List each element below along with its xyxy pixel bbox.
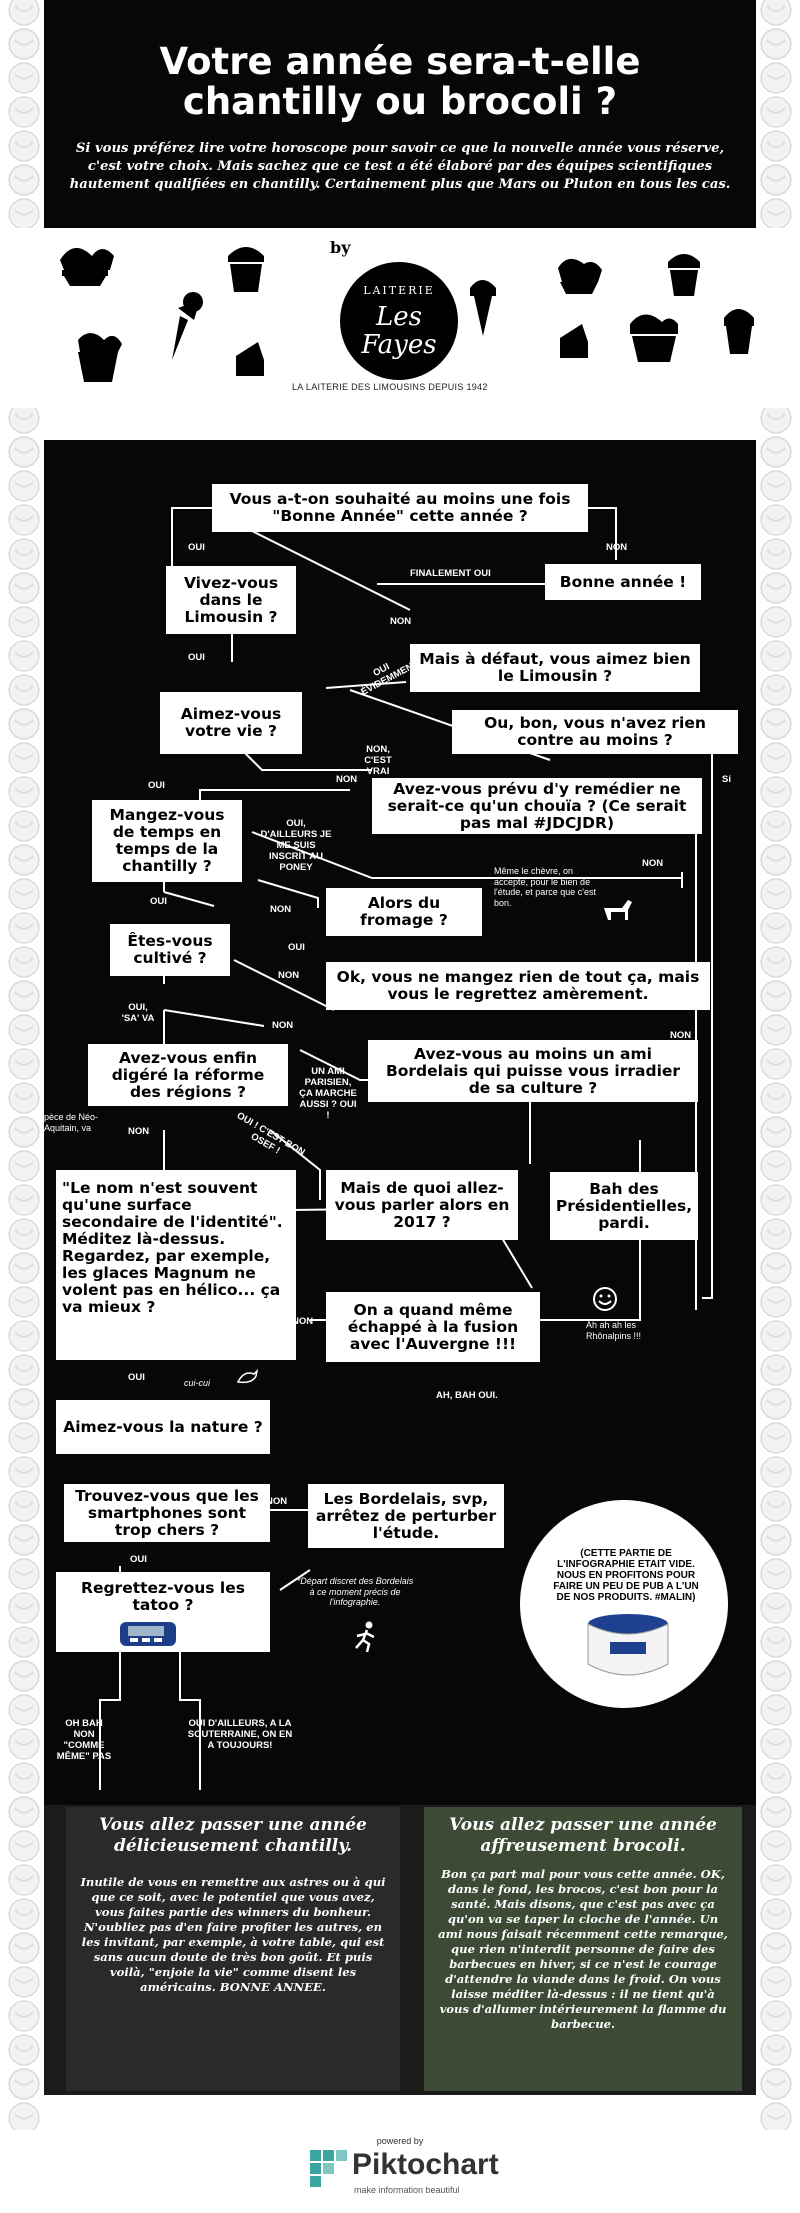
label-non-4: NON [642,858,663,869]
footer: powered by Piktochart make information b… [0,2130,800,2213]
answer-bordelais-svp: Les Bordelais, svp, arrêtez de perturber… [308,1484,504,1548]
label-oh-bah-non: OH BAH NON "COMME MÊME" PAS [56,1718,112,1762]
outcome-brocoli: Vous allez passer une année affreusement… [424,1807,742,2091]
label-oui-6: OUI [128,1372,145,1383]
label-si: Si [722,774,731,785]
answer-auvergne: On a quand même échappé à la fusion avec… [326,1292,540,1362]
question-parler: Mais de quoi allez-vous parler alors en … [326,1170,518,1240]
label-non-3: NON [336,774,357,785]
label-non-10: NON [292,1316,313,1327]
note-rhonalpins: Ah ah ah les Rhônalpins !!! [586,1320,666,1341]
note-cuicui: cui-cui [184,1378,210,1389]
goat-icon [600,892,634,926]
label-non-9: NON [128,1126,149,1137]
piktochart-brand: Piktochart [352,2148,499,2182]
answer-bonne-annee: Bonne année ! [545,564,701,600]
question-nature: Aimez-vous la nature ? [56,1400,270,1454]
label-non-2: NON [390,616,411,627]
smiley-icon [592,1286,618,1312]
label-finalement-oui: FINALEMENT OUI [410,568,491,579]
question-reforme: Avez-vous enfin digéré la réforme des ré… [88,1044,288,1106]
piktochart-logo-icon [308,2148,348,2188]
label-non-cest-vrai: NON, C'EST VRAI [352,744,404,777]
promo-text: (CETTE PARTIE DE L'INFOGRAPHIE ETAIT VID… [546,1548,706,1603]
note-chevre: Même le chèvre, on accepte, pour le bien… [494,866,598,908]
question-limousin: Vivez-vous dans le Limousin ? [166,566,296,634]
outcome-chantilly-title: Vous allez passer une année délicieuseme… [78,1815,388,1857]
label-non-5: NON [270,904,291,915]
label-oui-souterraine: OUI D'AILLEURS, A LA SOUTERRAINE, ON EN … [186,1718,294,1751]
powered-by: powered by [0,2136,800,2146]
label-oui-3: OUI [148,780,165,791]
label-oui-5: OUI [288,942,305,953]
note-depart: *Départ discret des Bordelais à ce momen… [296,1576,414,1608]
label-oui-poney: OUI, D'AILLEURS JE ME SUIS INSCRIT AU PO… [258,818,334,873]
question-aimez-vie: Aimez-vous votre vie ? [160,692,302,754]
question-bordelais: Avez-vous au moins un ami Bordelais qui … [368,1040,698,1102]
answer-regrettez: Ok, vous ne mangez rien de tout ça, mais… [326,962,710,1010]
question-aimez-limousin: Mais à défaut, vous aimez bien le Limous… [410,644,700,692]
label-non-7: NON [272,1020,293,1031]
label-non-8: NON [670,1030,691,1041]
question-smartphones: Trouvez-vous que les smartphones sont tr… [64,1484,270,1542]
question-chantilly: Mangez-vous de temps en temps de la chan… [92,800,242,882]
note-neo-aquitain: pèce de Néo-Aquitain, va [44,1112,104,1133]
label-oui-7: OUI [130,1554,147,1565]
outcome-chantilly: Vous allez passer une année délicieuseme… [66,1807,400,2091]
label-non-11: NON [266,1496,287,1507]
outcome-brocoli-body: Bon ça part mal pour vous cette année. O… [436,1867,730,2032]
label-non-1: NON [606,542,627,553]
label-oui-sa-va: OUI, 'SA' VA [120,1002,156,1024]
running-man-icon [352,1620,380,1652]
label-ah-bah-oui: AH, BAH OUI. [436,1390,498,1401]
bird-icon [236,1368,258,1388]
question-cultive: Êtes-vous cultivé ? [110,924,230,976]
question-bonne-annee: Vous a-t-on souhaité au moins une fois "… [212,484,588,532]
label-oui-1: OUI [188,542,205,553]
outcome-chantilly-body: Inutile de vous en remettre aux astres o… [78,1875,388,1995]
cream-pot-image [580,1608,676,1686]
piktochart-tagline: make information beautiful [354,2185,460,2195]
label-ami-parisien: UN AMI PARISIEN, ÇA MARCHE AUSSI ? OUI ! [298,1066,358,1121]
question-remedier: Avez-vous prévu d'y remédier ne serait-c… [372,778,702,834]
answer-presidentielles: Bah des Présidentielles, pardi. [550,1172,698,1240]
pager-icon [118,1618,178,1650]
outcome-brocoli-title: Vous allez passer une année affreusement… [436,1815,730,1857]
question-fromage: Alors du fromage ? [326,888,482,936]
label-non-6: NON [278,970,299,981]
infographic: Votre année sera-t-elle chantilly ou bro… [0,0,800,2130]
label-oui-4: OUI [150,896,167,907]
question-rien-contre: Ou, bon, vous n'avez rien contre au moin… [452,710,738,754]
label-oui-2: OUI [188,652,205,663]
advice-identite: "Le nom n'est souvent qu'une surface sec… [56,1170,296,1360]
